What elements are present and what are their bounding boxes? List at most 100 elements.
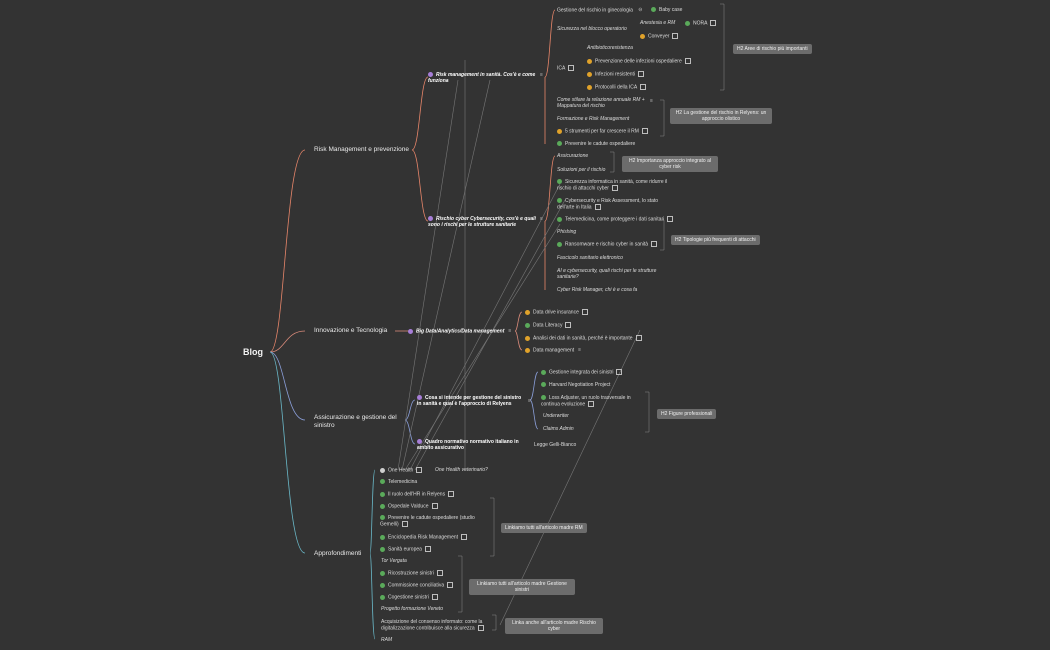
node-sicurezza[interactable]: Sicurezza nel blocco operatorio [557,26,627,32]
note-articolo-sinistri[interactable]: Linkiamo tutti all'articolo madre Gestio… [469,579,575,595]
node-cogestione[interactable]: Cogestione sinistri [380,594,438,600]
node-cadute[interactable]: Prevenire le cadute ospedaliere [557,141,635,147]
link-icon[interactable] [651,241,658,247]
node-conveyer[interactable]: Conveyer [640,33,679,39]
node-prevenzione-infezioni[interactable]: Prevenzione delle infezioni ospedaliere [587,58,691,64]
link-icon[interactable] [616,369,623,375]
node-phishing[interactable]: Phishing [557,229,577,235]
link-icon[interactable] [581,309,588,315]
node-gestione-integrata[interactable]: Gestione integrata dei sinistri [541,369,623,375]
node-anestesia[interactable]: Anestesia e RM [640,20,676,26]
branch-innovazione[interactable]: Innovazione e Tecnologia [314,327,388,334]
note-tipologie[interactable]: H2 Tipologie più frequenti di attacchi [671,235,760,245]
node-ica[interactable]: ICA [557,65,575,71]
link-icon[interactable] [672,33,679,39]
link-icon[interactable] [640,84,647,90]
node-data-drive[interactable]: Data drive insurance [525,309,588,315]
link-icon[interactable] [667,216,674,222]
link-icon[interactable] [431,594,438,600]
node-data-literacy[interactable]: Data Literacy [525,322,572,328]
link-icon[interactable] [447,582,454,588]
note-figure[interactable]: H2 Figure professionali [657,409,717,419]
node-one-health-vet[interactable]: One Health veterinario? [435,467,488,473]
note-articolo-rm[interactable]: Linkiamo tutti all'articolo madre RM [501,523,587,533]
node-antibiotico[interactable]: Antibioticoresistenza [587,45,633,51]
node-protocolli[interactable]: Protocolli della ICA [587,84,647,90]
link-icon[interactable] [638,71,645,77]
branch-approfondimenti[interactable]: Approfondimenti [314,550,362,557]
node-claims-admin[interactable]: Claims Admin [543,426,574,432]
node-commissione[interactable]: Commissione conciliativa [380,582,454,588]
node-telemedicina[interactable]: Telemedicina, come proteggere i dati san… [557,216,674,222]
node-ehr[interactable]: Il ruolo dell'HR in Relyens [380,491,455,497]
node-relazione[interactable]: Come stilare la relazione annuale RM + M… [557,97,645,109]
link-icon[interactable] [611,185,618,191]
node-appr-telemedicina[interactable]: Telemedicina [380,479,417,485]
root-node[interactable]: Blog [243,347,263,357]
link-icon[interactable] [594,204,601,210]
node-fascicolo[interactable]: Fascicolo sanitario elettronico [557,255,623,261]
notes-icon[interactable]: ≡ [578,347,582,353]
node-baby-case[interactable]: Baby case [651,7,682,13]
node-loss-adjuster[interactable]: Loss Adjuster, un ruolo trasversale in c… [541,395,631,408]
node-formazione[interactable]: Formazione e Risk Management [557,116,630,122]
node-sicurezza-informatica[interactable]: Sicurezza informatica in sanità, come ri… [557,179,668,192]
node-legge-gelli[interactable]: Legge Gelli-Bianco [534,442,577,448]
topic-rischio-cyber[interactable]: Rischio cyber Cybersecurity, cos'è e qua… [428,216,536,228]
node-progetto-veneto[interactable]: Progetto formazione Veneto [381,606,444,612]
branch-assicurazione[interactable]: Assicurazione e gestione del sinistro [314,414,397,429]
node-tor-vergata[interactable]: Tor Vergata [381,558,407,564]
note-aree-rischio[interactable]: H2 Aree di rischio più importanti [733,44,812,54]
link-icon[interactable] [635,335,642,341]
notes-icon[interactable]: ≡ [528,398,531,404]
node-ai-cyber[interactable]: AI e cybersecurity, quali rischi per le … [557,268,657,280]
node-nora[interactable]: NORA [685,20,717,26]
node-harvard[interactable]: Harvard Negotiation Project [541,382,610,388]
node-ransomware[interactable]: Ransomware e rischio cyber in sanità [557,241,658,247]
link-icon[interactable] [641,128,648,134]
link-icon[interactable] [461,534,468,540]
node-data-management[interactable]: Data management≡ [525,347,581,353]
node-one-health[interactable]: One Health [380,467,423,473]
node-valduce[interactable]: Ospedale Valduce [380,503,438,509]
node-consenso[interactable]: Acquisizione del consenso informato: com… [381,619,484,632]
node-ginecologia[interactable]: Gestione del rischio in ginecologia ⊖ [557,7,643,14]
branch-risk-management[interactable]: Risk Management e prevenzione [314,146,410,153]
notes-icon[interactable]: ≡ [650,98,653,104]
node-cyber-risk-assessment[interactable]: Cybersecurity e Risk Assessment, lo stat… [557,198,659,211]
collapse-icon[interactable]: ⊖ [638,7,643,13]
note-articolo-cyber[interactable]: Linka anche all'articolo madre Rischio c… [505,618,603,634]
note-approccio-integrato[interactable]: H2 Importanza approccio integrato al cyb… [622,156,718,172]
link-icon[interactable] [588,401,595,407]
link-icon[interactable] [684,58,691,64]
topic-gestione-sinistro[interactable]: Cosa si intende per gestione del sinistr… [417,395,522,407]
node-underwriter[interactable]: Underwriter [543,413,569,419]
node-soluzioni[interactable]: Soluzioni per il rischio [557,167,606,173]
notes-icon[interactable]: ≡ [540,216,543,222]
node-enciclopedia[interactable]: Enciclopedia Risk Management [380,534,468,540]
topic-quadro-normativo[interactable]: Quadro normativo normativo italiano in a… [417,439,519,451]
link-icon[interactable] [477,625,484,631]
topic-risk-management[interactable]: Risk management in sanità. Cos'è e come … [428,72,536,84]
node-sanita-europea[interactable]: Sanità europea [380,546,431,552]
node-assicurazione[interactable]: Assicurazione [557,153,589,159]
link-icon[interactable] [401,521,408,527]
node-strumenti[interactable]: 5 strumenti per far crescere il RM [557,128,648,134]
node-ram[interactable]: RAM [381,637,393,643]
node-ricostruzione[interactable]: Ricostruzione sinistri [380,570,443,576]
link-icon[interactable] [565,322,572,328]
link-icon[interactable] [431,503,438,509]
link-icon[interactable] [568,65,575,71]
link-icon[interactable] [436,570,443,576]
link-icon[interactable] [448,491,455,497]
node-prevenire-cadute[interactable]: Prevenire le cadute ospedaliere (studio … [380,515,475,528]
link-icon[interactable] [424,546,431,552]
topic-big-data[interactable]: Big Data/Analytics/Data management≡ [408,328,511,334]
link-icon[interactable] [710,20,717,26]
node-cyber-risk-manager[interactable]: Cyber Risk Manager, chi è e cosa fa [557,287,638,293]
note-gestione-rischio[interactable]: H2 La gestione del rischio in Relyens: u… [670,108,772,124]
node-infezioni-resistenti[interactable]: Infezioni resistenti [587,71,645,77]
notes-icon[interactable]: ≡ [540,72,543,78]
notes-icon[interactable]: ≡ [508,328,512,334]
node-analisi-dati[interactable]: Analisi dei dati in sanità, perché è imp… [525,335,642,341]
